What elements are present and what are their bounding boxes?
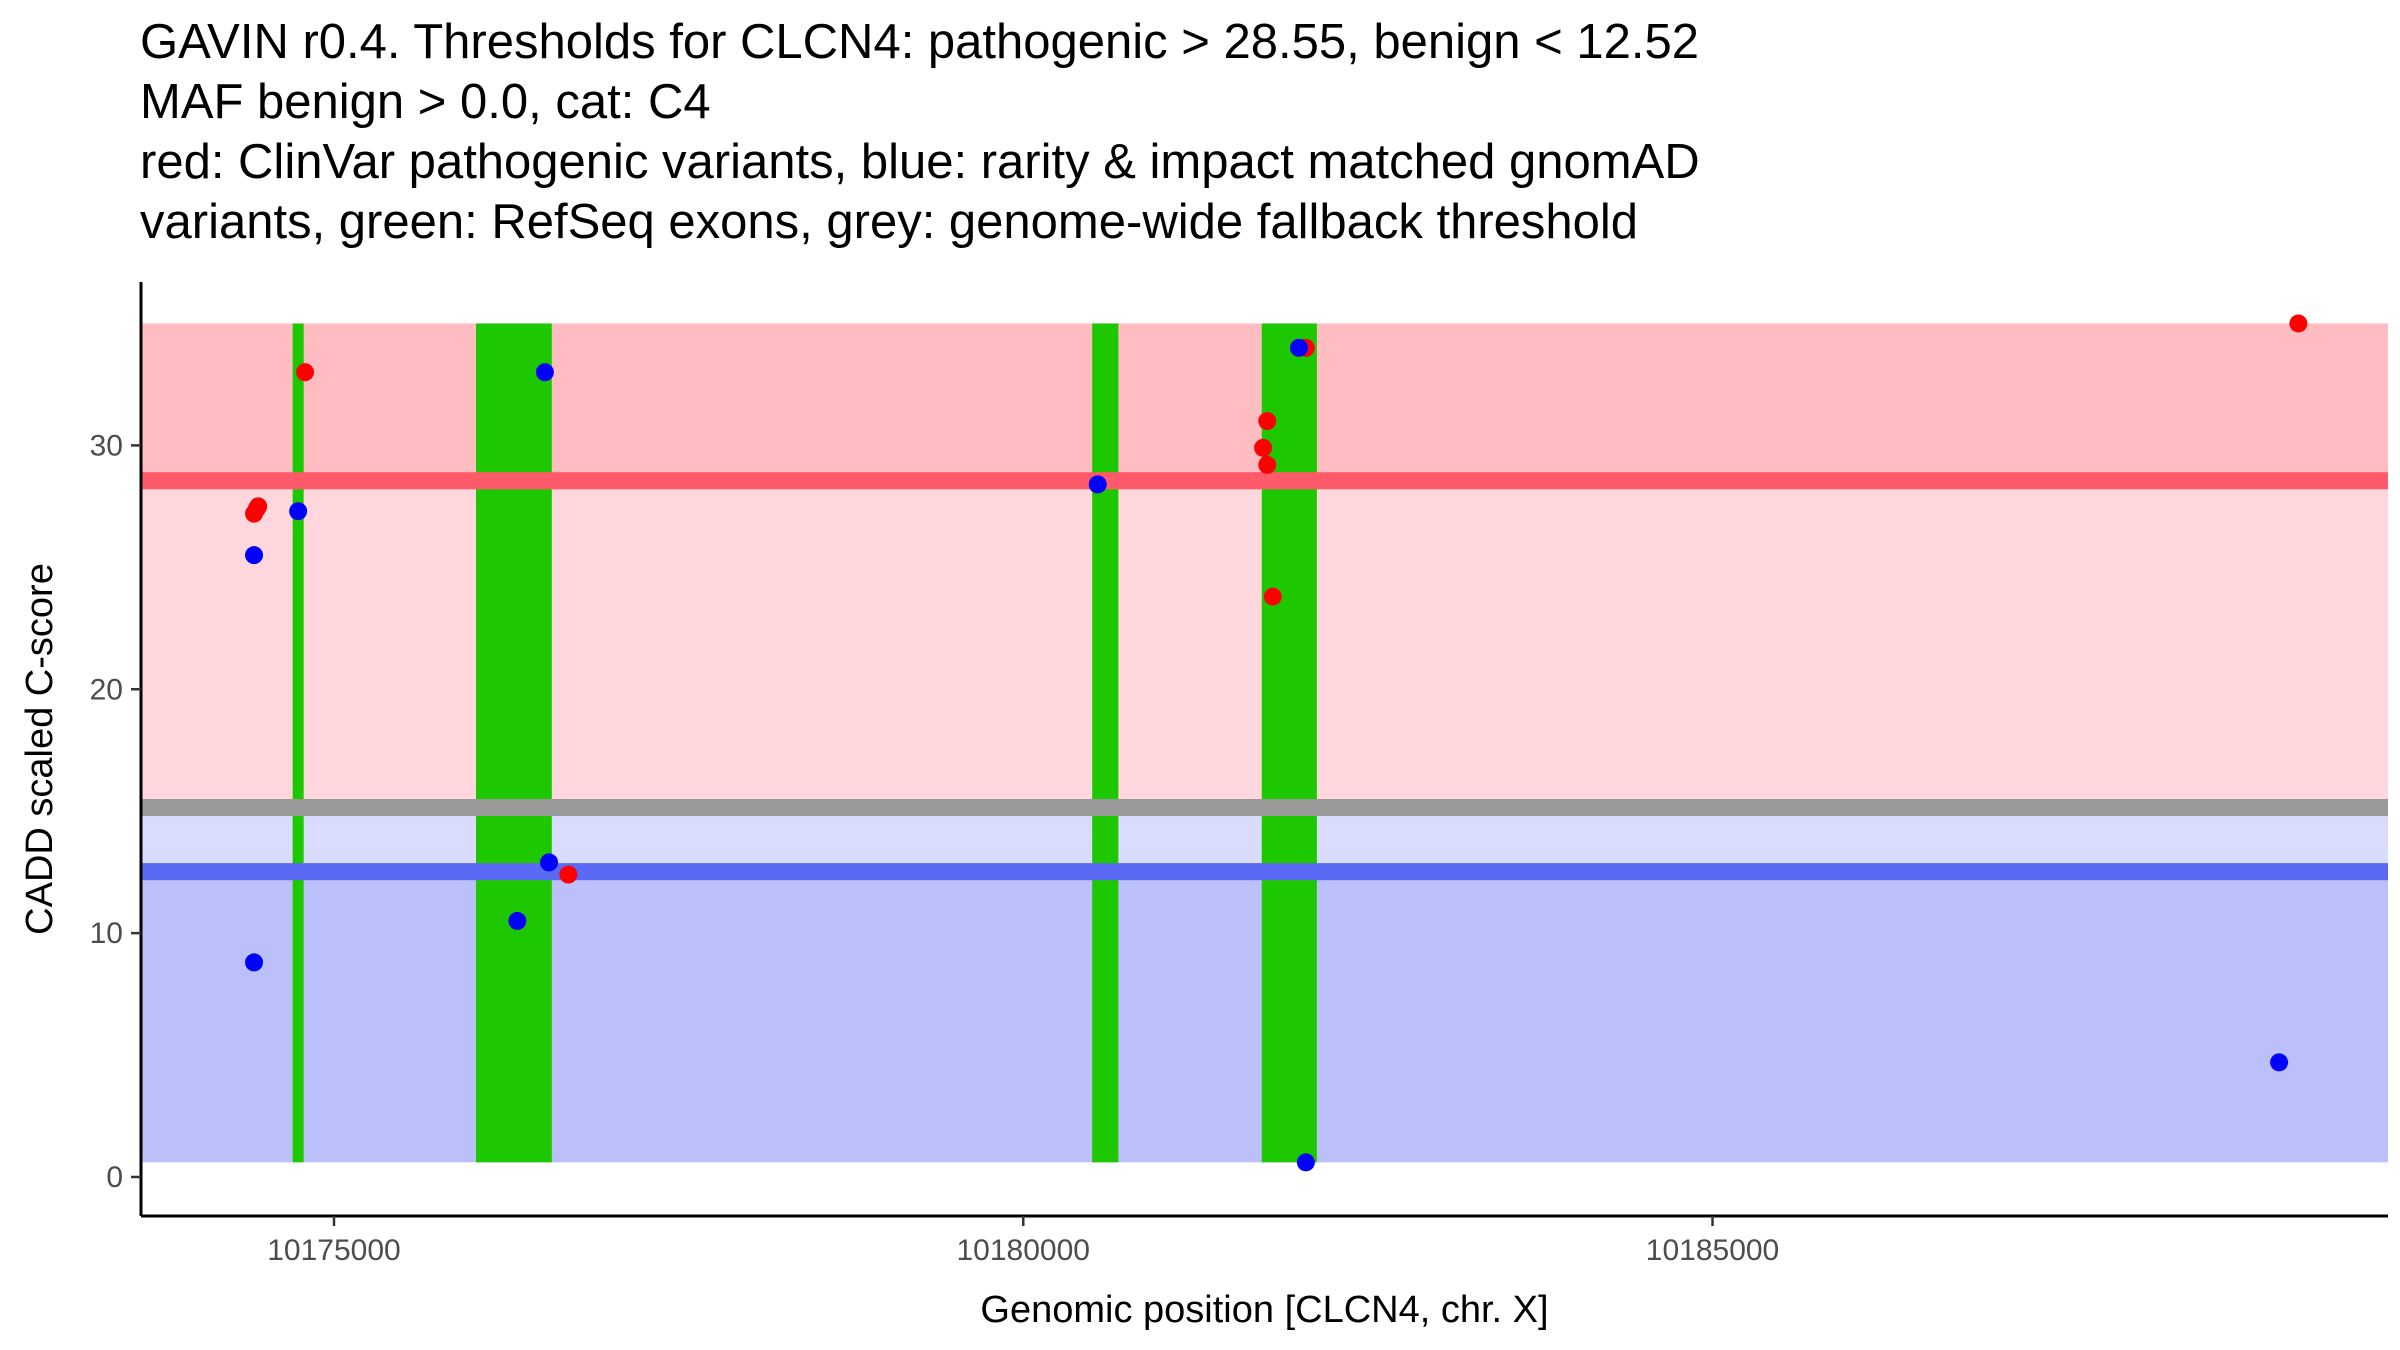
gnomad-point-5 xyxy=(535,363,554,382)
pathogenic-point-11 xyxy=(2289,314,2308,333)
axes: 0 10 20 30 10175000 10180000 10185000 xyxy=(90,282,2388,1267)
pathogenic-point-9 xyxy=(1263,587,1282,606)
x-tick-label-10185000: 10185000 xyxy=(1646,1234,1779,1267)
exon-bar-1 xyxy=(292,323,304,1163)
pathogenic-point-4 xyxy=(296,363,315,382)
title-line-3: red: ClinVar pathogenic variants, blue: … xyxy=(140,135,1700,189)
pathogenic-threshold-line xyxy=(141,472,2388,490)
y-axis-title: CADD scaled C-score xyxy=(19,563,61,935)
gnomad-point-8 xyxy=(1289,338,1308,357)
gnomad-point-7 xyxy=(1088,475,1107,494)
title-line-4: variants, green: RefSeq exons, grey: gen… xyxy=(140,195,1639,249)
pathogenic-point-6 xyxy=(1254,438,1273,457)
chart-title: GAVIN r0.4. Thresholds for CLCN4: pathog… xyxy=(140,12,1700,252)
pathogenic-point-7 xyxy=(1258,412,1277,431)
x-tick-label-10175000: 10175000 xyxy=(267,1234,400,1267)
y-tick-label-20: 20 xyxy=(90,673,123,706)
title-line-1: GAVIN r0.4. Thresholds for CLCN4: pathog… xyxy=(140,15,1699,69)
gnomad-point-10 xyxy=(2270,1053,2289,1072)
gnomad-point-6 xyxy=(540,853,559,872)
exon-bar-3 xyxy=(1092,323,1119,1163)
pathogenic-point-3 xyxy=(249,497,268,516)
gnomad-point-4 xyxy=(508,911,527,930)
benign-threshold-line xyxy=(141,863,2388,881)
y-tick-label-30: 30 xyxy=(90,429,123,462)
y-tick-label-0: 0 xyxy=(106,1161,123,1194)
x-axis-title: Genomic position [CLCN4, chr. X] xyxy=(980,1289,1548,1331)
fallback-threshold-line xyxy=(141,798,2388,817)
pathogenic-point-8 xyxy=(1258,455,1277,474)
gnomad-point-1 xyxy=(245,546,264,565)
threshold-lines xyxy=(141,472,2388,881)
title-line-2: MAF benign > 0.0, cat: C4 xyxy=(140,75,711,129)
exon-bar-2 xyxy=(475,323,552,1163)
pathogenic-point-5 xyxy=(559,865,578,884)
gnomad-point-3 xyxy=(289,502,308,521)
x-tick-label-10180000: 10180000 xyxy=(957,1234,1090,1267)
gnomad-point-9 xyxy=(1296,1153,1315,1172)
variant-points xyxy=(245,314,2308,1172)
y-tick-label-10: 10 xyxy=(90,917,123,950)
gnomad-point-2 xyxy=(245,953,264,972)
